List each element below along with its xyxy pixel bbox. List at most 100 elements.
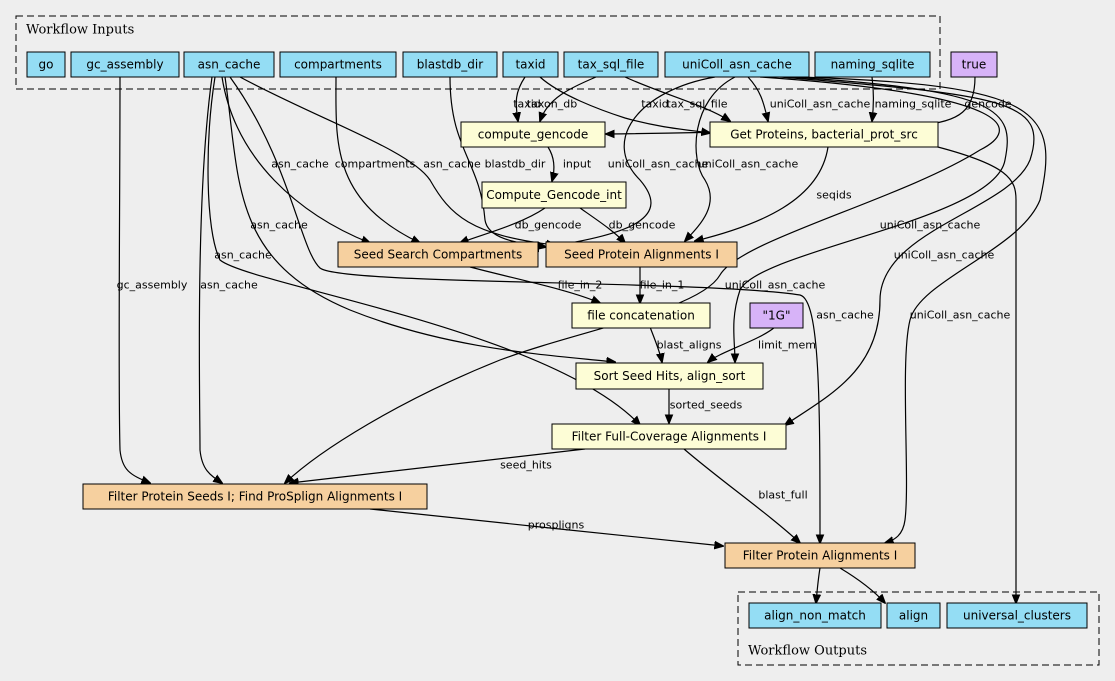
svg-text:blastdb_dir: blastdb_dir [485, 158, 546, 171]
edge-asn-filter-full: asn_cache [207, 76, 640, 425]
svg-text:prospligns: prospligns [528, 519, 585, 532]
input-go[interactable]: go [26, 51, 66, 78]
svg-text:Seed Search Compartments: Seed Search Compartments [354, 248, 523, 262]
edge-asn-filter-seeds: asn_cache [198, 76, 258, 483]
svg-text:taxid: taxid [641, 98, 669, 111]
step-sort-seed-hits[interactable]: Sort Seed Hits, align_sort [575, 362, 764, 390]
workflow-inputs-label: Workflow Inputs [26, 23, 134, 38]
svg-text:file concatenation: file concatenation [587, 309, 695, 323]
edge-unicoll-sort-seed: uniColl_asn_cache [734, 76, 1008, 362]
input-blastdb-dir[interactable]: blastdb_dir [402, 51, 498, 78]
input-compartments[interactable]: compartments [279, 51, 397, 78]
svg-text:db_gencode: db_gencode [515, 219, 582, 232]
svg-text:blast_full: blast_full [758, 489, 807, 502]
edge-taxid-get-proteins: taxid [539, 76, 710, 133]
input-unicoll-asn-cache[interactable]: uniColl_asn_cache [664, 51, 810, 78]
edge-cgi-seed-protein: db_gencode [579, 207, 676, 243]
edges: taxid taxon_db taxid tax_sql_file uniCol… [117, 76, 1047, 603]
svg-text:true: true [962, 58, 987, 72]
subworkflow-filter-protein-alignments[interactable]: Filter Protein Alignments I [724, 542, 916, 569]
step-filter-full-coverage[interactable]: Filter Full-Coverage Alignments I [551, 423, 787, 450]
svg-text:file_in_1: file_in_1 [640, 279, 685, 292]
edge-fa-align [839, 567, 885, 603]
workflow-inputs-cluster: Workflow Inputs [15, 15, 941, 90]
svg-text:align: align [899, 609, 928, 623]
svg-text:asn_cache: asn_cache [200, 279, 258, 292]
svg-text:tax_sql_file: tax_sql_file [666, 98, 727, 111]
svg-text:uniColl_asn_cache: uniColl_asn_cache [770, 98, 871, 111]
output-align[interactable]: align [886, 602, 941, 629]
edge-unicoll-get-proteins: uniColl_asn_cache [747, 76, 871, 121]
svg-text:asn_cache: asn_cache [214, 249, 272, 262]
svg-text:uniColl_asn_cache: uniColl_asn_cache [880, 219, 981, 232]
edge-ff-filter-seeds: seed_hits [290, 448, 586, 483]
output-align-non-match[interactable]: align_non_match [748, 602, 882, 629]
svg-text:compartments: compartments [335, 158, 416, 171]
svg-text:gencode: gencode [964, 98, 1011, 111]
workflow-outputs-label: Workflow Outputs [748, 644, 867, 659]
input-tax-sql-file[interactable]: tax_sql_file [563, 51, 659, 78]
svg-text:taxon_db: taxon_db [527, 98, 577, 111]
svg-text:db_gencode: db_gencode [609, 219, 676, 232]
step-get-proteins[interactable]: Get Proteins, bacterial_prot_src [709, 121, 939, 148]
edge-unicoll-seed-protein: uniColl_asn_cache [685, 76, 799, 241]
svg-text:uniColl_asn_cache: uniColl_asn_cache [682, 58, 792, 72]
svg-text:input: input [563, 158, 592, 171]
output-universal-clusters[interactable]: universal_clusters [946, 602, 1088, 629]
edge-ss-file-concat: file_in_2 [469, 266, 602, 303]
subworkflow-filter-protein-seeds[interactable]: Filter Protein Seeds I; Find ProSplign A… [82, 483, 428, 510]
edge-gc-filter-seeds: gc_assembly [117, 76, 188, 483]
edge-fc-sort-seed: blast_aligns [649, 326, 722, 362]
svg-text:compartments: compartments [294, 58, 382, 72]
edge-cg-cgi: input [547, 146, 592, 181]
svg-text:Compute_Gencode_int: Compute_Gencode_int [486, 188, 622, 202]
edge-cgi-seed-search: db_gencode [460, 207, 582, 243]
svg-text:asn_cache: asn_cache [250, 219, 308, 232]
svg-text:Sort Seed Hits, align_sort: Sort Seed Hits, align_sort [594, 369, 746, 383]
edge-unicoll-seed-search: uniColl_asn_cache [530, 76, 716, 249]
svg-text:"1G": "1G" [763, 309, 791, 323]
svg-text:blast_aligns: blast_aligns [657, 339, 722, 352]
edge-taxid-compute-gencode: taxid [513, 76, 541, 121]
step-compute-gencode[interactable]: compute_gencode [460, 121, 606, 148]
svg-text:uniColl_asn_cache: uniColl_asn_cache [608, 158, 709, 171]
step-file-concatenation[interactable]: file concatenation [571, 302, 711, 329]
subworkflow-seed-search-compartments[interactable]: Seed Search Compartments [337, 241, 539, 268]
svg-text:naming_sqlite: naming_sqlite [875, 98, 952, 111]
svg-text:Filter Protein Alignments I: Filter Protein Alignments I [743, 549, 898, 563]
input-taxid[interactable]: taxid [502, 51, 559, 78]
svg-text:asn_cache: asn_cache [271, 158, 329, 171]
literal-true[interactable]: true [950, 51, 998, 78]
edge-asn-sort-seed: asn_cache [214, 76, 615, 362]
step-compute-gencode-int[interactable]: Compute_Gencode_int [481, 181, 627, 209]
edge-mem-sort-seed: limit_mem [708, 326, 816, 362]
svg-text:Filter Full-Coverage Alignment: Filter Full-Coverage Alignments I [572, 430, 767, 444]
svg-text:asn_cache: asn_cache [423, 158, 481, 171]
svg-text:seqids: seqids [816, 189, 852, 202]
edge-tax-sql-compute-gencode: taxon_db [527, 76, 597, 121]
svg-text:align_non_match: align_non_match [764, 609, 866, 623]
input-naming-sqlite[interactable]: naming_sqlite [814, 51, 931, 78]
subworkflow-seed-protein-alignments[interactable]: Seed Protein Alignments I [545, 241, 738, 268]
svg-text:compute_gencode: compute_gencode [478, 128, 588, 142]
svg-text:gc_assembly: gc_assembly [86, 58, 163, 72]
svg-text:uniColl_asn_cache: uniColl_asn_cache [698, 158, 799, 171]
literal-1g[interactable]: "1G" [749, 302, 804, 329]
edge-asn-seed-protein: asn_cache [239, 76, 555, 245]
svg-text:seed_hits: seed_hits [500, 459, 552, 472]
nodes: go gc_assembly asn_cache compartments bl… [26, 51, 1088, 629]
svg-text:gc_assembly: gc_assembly [117, 279, 188, 292]
svg-text:uniColl_asn_cache: uniColl_asn_cache [910, 309, 1011, 322]
svg-text:sorted_seeds: sorted_seeds [670, 399, 743, 412]
edge-gp-universal-clusters [929, 144, 1016, 603]
edge-sort-filter-full: sorted_seeds [669, 389, 743, 423]
input-asn-cache[interactable]: asn_cache [183, 51, 275, 78]
input-gc-assembly[interactable]: gc_assembly [70, 51, 180, 78]
svg-text:universal_clusters: universal_clusters [963, 609, 1071, 623]
svg-text:Get Proteins, bacterial_prot_s: Get Proteins, bacterial_prot_src [730, 128, 918, 142]
edge-fa-align-non-match [816, 567, 820, 603]
workflow-outputs-cluster: Workflow Outputs [737, 591, 1100, 666]
svg-text:go: go [39, 58, 54, 72]
edge-unicoll-filter-align: uniColl_asn_cache [799, 76, 1047, 543]
